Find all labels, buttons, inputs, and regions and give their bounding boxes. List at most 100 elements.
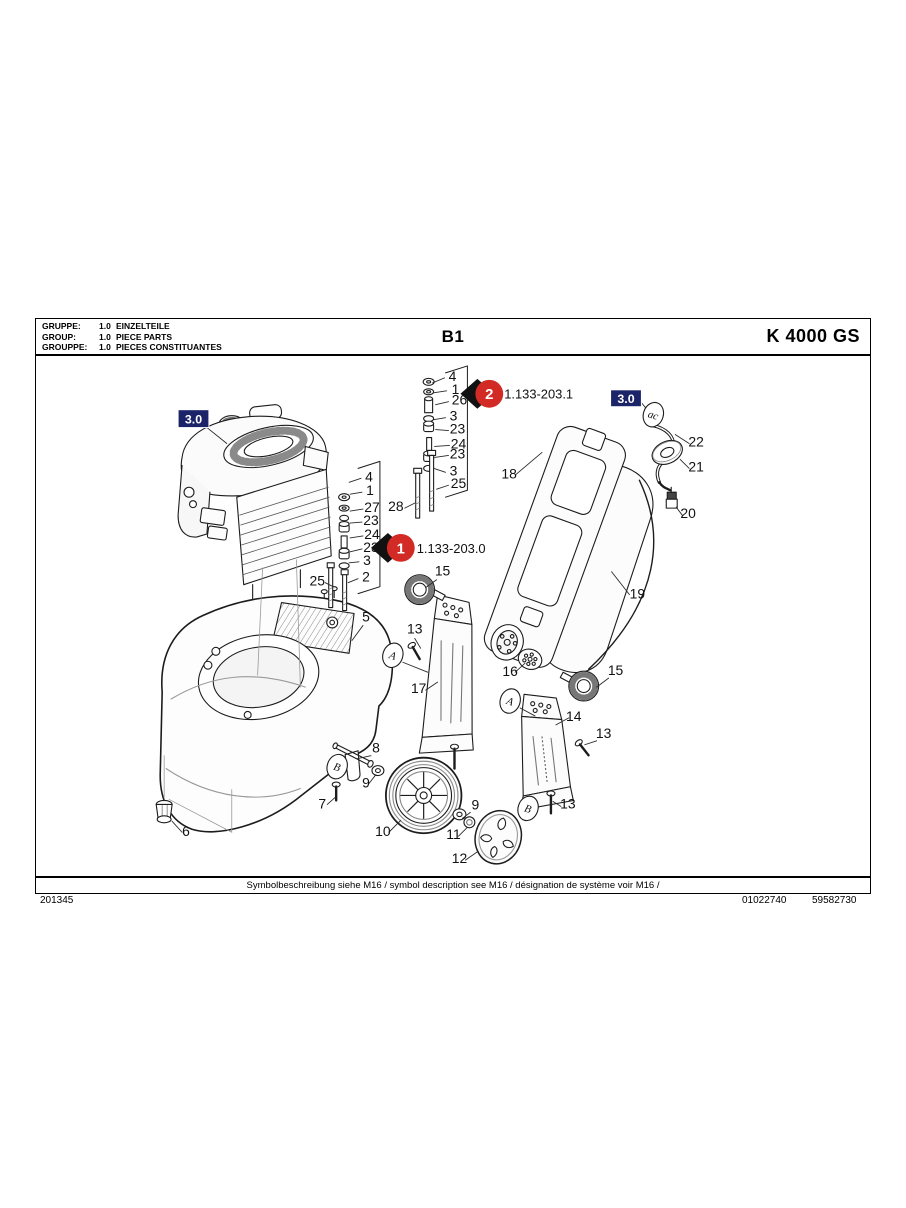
- svg-text:B: B: [523, 803, 533, 817]
- ref-badge-2: 2 1.133-203.1: [460, 378, 573, 409]
- svg-text:A: A: [387, 649, 398, 663]
- group-label: GRUPPE:: [42, 321, 81, 331]
- bolt-stack-left: [326, 493, 351, 612]
- part-callout-13: 13: [560, 795, 576, 811]
- engine-illustration: [177, 404, 338, 602]
- part-callout-21: 21: [688, 458, 704, 474]
- part-callout-11: 11: [446, 826, 461, 842]
- ref-badge-number: 2: [485, 387, 493, 403]
- group-code: 1.0: [99, 331, 111, 342]
- part-callout-6: 6: [182, 823, 190, 839]
- group-badge-label: 3.0: [617, 392, 634, 406]
- model-name: K 4000 GS: [766, 326, 860, 346]
- svg-text:A: A: [504, 695, 515, 709]
- part-callout-12: 12: [452, 850, 468, 866]
- group-row-fr: GROUPPE: 1.0 PIECES CONSTITUANTES: [42, 342, 222, 353]
- position-marker-B: B: [517, 795, 539, 822]
- part-callout-3: 3: [363, 552, 371, 568]
- marker-layer: A A B Bac: [326, 401, 665, 822]
- group-name: EINZELTEILE: [116, 321, 170, 331]
- housing-illustration: [155, 595, 394, 833]
- screw-13-left: [407, 641, 421, 661]
- part-callout-1: 1: [452, 381, 460, 397]
- part-callout-23: 23: [450, 445, 466, 461]
- part-callout-1: 1: [366, 482, 374, 498]
- part-callout-8: 8: [372, 740, 380, 756]
- group-label: GROUP:: [42, 331, 76, 342]
- part-callout-9: 9: [472, 796, 480, 812]
- knob-left: [404, 574, 446, 606]
- part-callout-13: 13: [596, 725, 612, 741]
- hubcap-12: [474, 809, 523, 865]
- hose-illustration: [651, 423, 683, 509]
- part-callout-15: 15: [608, 662, 624, 678]
- ref-badge-partno: 1.133-203.0: [417, 541, 486, 556]
- group-row-en: GROUP: 1.0 PIECE PARTS: [42, 332, 222, 343]
- knob-right: [559, 670, 600, 702]
- part-callout-22: 22: [688, 433, 704, 449]
- exploded-view-drawing: 4126323242332528182221201941272324233225…: [155, 365, 704, 866]
- group-code: 1.0: [99, 342, 111, 352]
- rubber-foot: [155, 799, 173, 824]
- callout-layer: 4126323242332528182221201941272324233225…: [182, 368, 704, 866]
- part-callout-20: 20: [680, 505, 696, 521]
- group-name: PIECES CONSTITUANTES: [116, 342, 222, 352]
- group-badge-label: 3.0: [185, 413, 202, 427]
- part-callout-23: 23: [363, 512, 379, 528]
- ring-part: [651, 439, 683, 465]
- part-callout-5: 5: [362, 608, 370, 624]
- svg-text:B: B: [332, 761, 342, 775]
- part-callout-10: 10: [375, 823, 391, 839]
- wheel-illustration: [331, 742, 523, 865]
- part-callout-24: 24: [364, 526, 380, 542]
- position-marker-ac: ac: [642, 401, 665, 428]
- group-row-de: GRUPPE: 1.0 EINZELTEILE: [42, 321, 222, 332]
- assembly-lines: [163, 559, 301, 833]
- part-callout-18: 18: [501, 465, 517, 481]
- bracket-lines: [357, 365, 468, 595]
- position-marker-B: B: [326, 753, 348, 780]
- fitting-part: [665, 486, 678, 509]
- group-label: GROUPPE:: [42, 342, 88, 352]
- bolt-stack-top: [413, 377, 437, 519]
- position-marker-A: A: [382, 642, 404, 669]
- part-callout-25: 25: [451, 475, 467, 491]
- position-marker-A: A: [499, 688, 521, 714]
- screw-under-bar17: [449, 743, 460, 770]
- sheet-code: B1: [441, 327, 465, 346]
- part-callout-27: 27: [364, 499, 380, 515]
- part-list-number: 59582730: [812, 895, 857, 906]
- screw-13-bottom: [546, 790, 556, 815]
- group-badge-hose: 3.0: [610, 389, 642, 408]
- part-callout-7: 7: [318, 795, 326, 811]
- part-callout-23: 23: [450, 421, 466, 437]
- part-callout-15: 15: [435, 563, 451, 579]
- part-callout-2: 2: [362, 569, 370, 585]
- handlebar-left-illustration: [418, 594, 474, 754]
- footer-note-strip: Symbolbeschreibung siehe M16 / symbol de…: [35, 877, 871, 894]
- part-callout-25: 25: [310, 573, 326, 589]
- part-callout-24: 24: [451, 435, 467, 451]
- nut-11: [463, 816, 476, 829]
- part-callout-4: 4: [449, 368, 457, 384]
- part-callout-19: 19: [630, 586, 646, 602]
- part-callout-14: 14: [566, 708, 582, 724]
- ref-badge-partno: 1.133-203.1: [504, 387, 573, 402]
- group-name: PIECE PARTS: [116, 331, 173, 342]
- document-number: 201345: [40, 895, 74, 906]
- part-callout-4: 4: [365, 468, 373, 484]
- order-number: 01022740: [742, 895, 787, 906]
- screw-13-right: [574, 739, 590, 757]
- svg-text:ac: ac: [646, 408, 660, 423]
- ref-badge-1: 1 1.133-203.0: [370, 532, 486, 563]
- group-code: 1.0: [99, 321, 111, 331]
- leader-lines: [171, 377, 690, 861]
- part-callout-3: 3: [450, 462, 458, 478]
- part-callout-3: 3: [450, 408, 458, 424]
- frame-illustration: [483, 425, 655, 674]
- ref-badge-number: 1: [397, 541, 405, 557]
